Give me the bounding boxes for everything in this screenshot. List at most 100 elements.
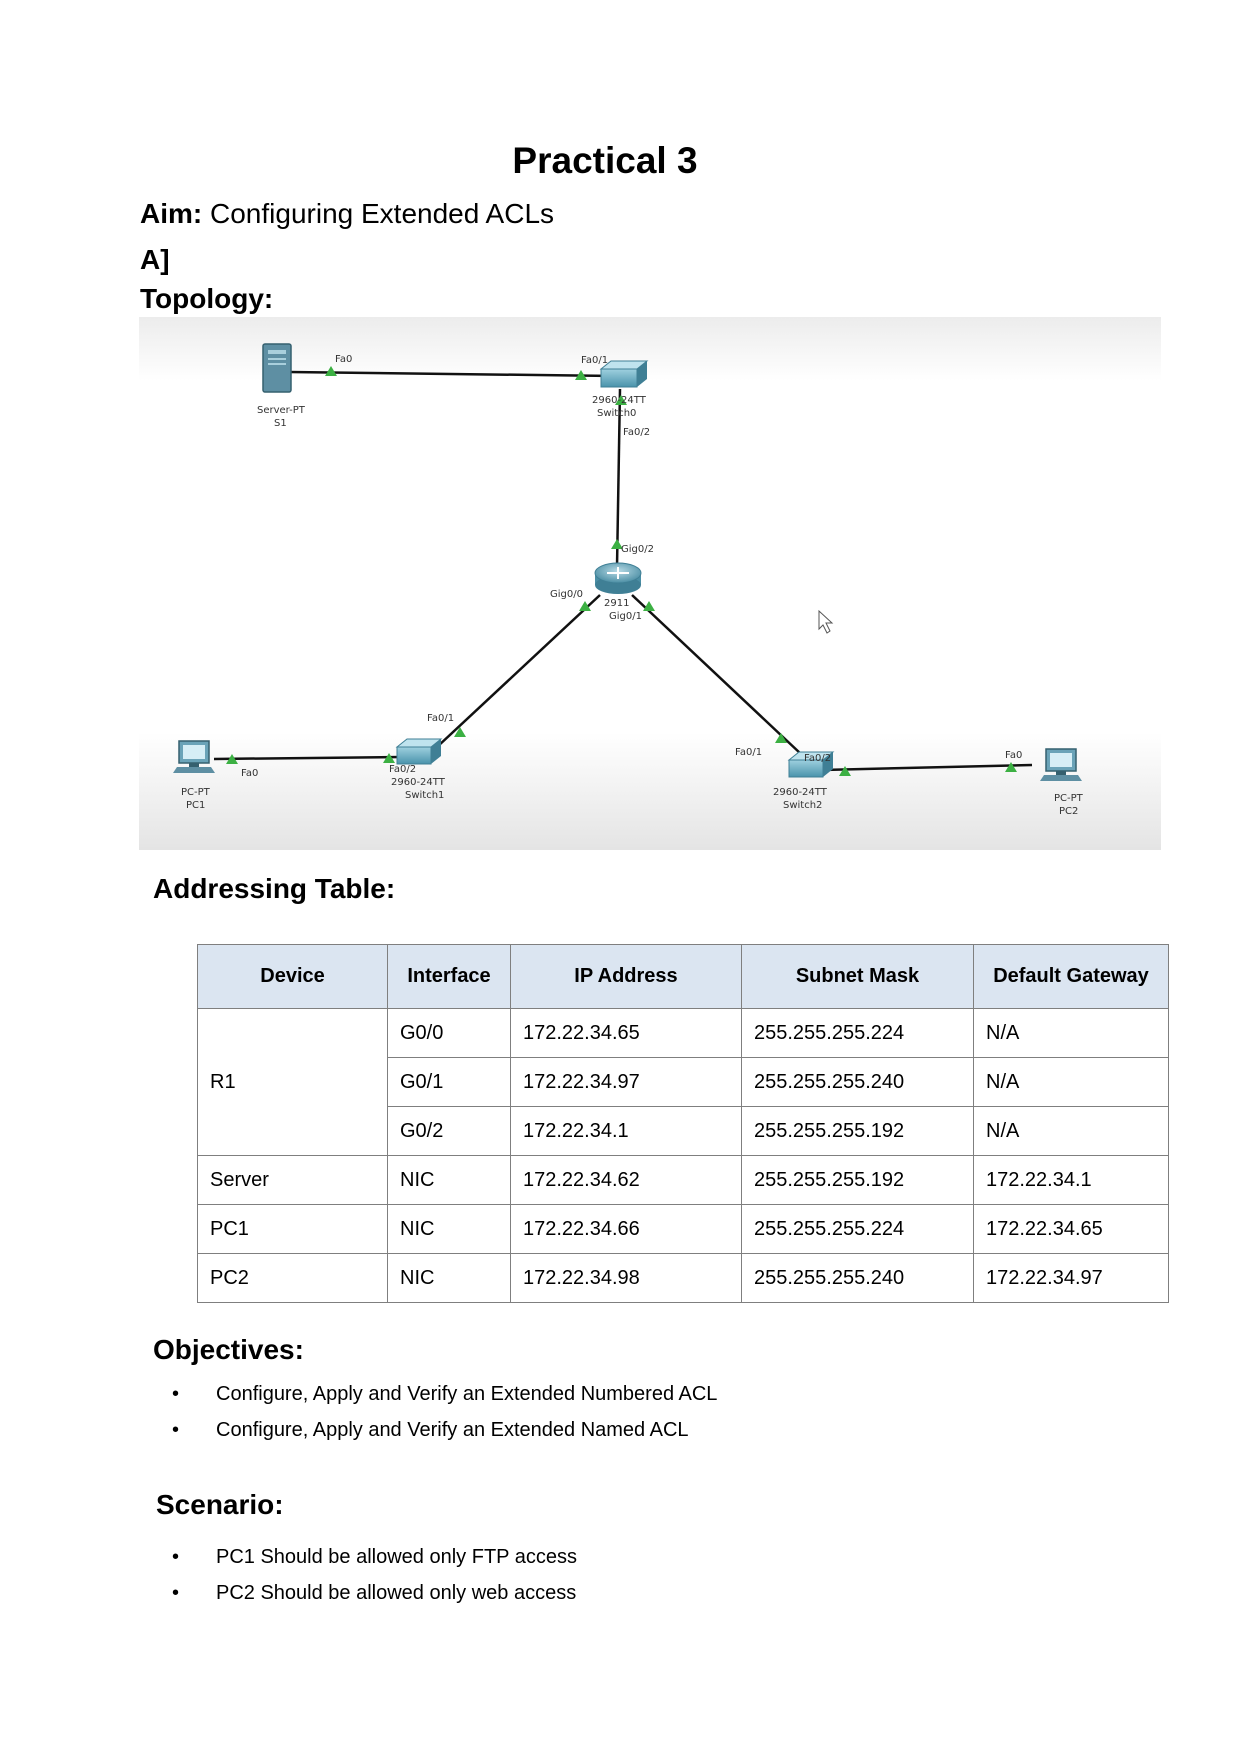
gateway-cell: 172.22.34.97: [973, 1253, 1169, 1303]
link-up-indicator: [611, 539, 623, 549]
router-icon[interactable]: [594, 562, 642, 594]
router-g0-label: Gig0/0: [550, 589, 583, 600]
aim-label: Aim:: [140, 198, 203, 229]
interface-cell: G0/2: [387, 1106, 511, 1156]
interface-cell: NIC: [387, 1253, 511, 1303]
ip-cell: 172.22.34.65: [510, 1008, 742, 1058]
interface-cell: NIC: [387, 1204, 511, 1254]
switch2-port-up-label: Fa0/1: [735, 747, 762, 758]
pc2-model-label: PC-PT: [1054, 793, 1084, 804]
interface-cell: G0/1: [387, 1057, 511, 1107]
topology-links: [213, 370, 1033, 772]
pc1-model-label: PC-PT: [181, 787, 211, 798]
switch2-model-label: 2960-24TT: [773, 787, 828, 798]
link-up-indicator: [325, 366, 337, 376]
gateway-cell: N/A: [973, 1106, 1169, 1156]
objectives-list: Configure, Apply and Verify an Extended …: [155, 1382, 717, 1454]
mask-cell: 255.255.255.192: [741, 1106, 974, 1156]
router-g1-label: Gig0/1: [609, 611, 642, 622]
server-name-label: S1: [274, 418, 287, 429]
ip-cell: 172.22.34.98: [510, 1253, 742, 1303]
list-item: PC2 Should be allowed only web access: [155, 1581, 577, 1617]
addressing-heading: Addressing Table:: [153, 873, 396, 904]
link-up-indicator: [383, 753, 395, 763]
link-up-indicator: [1005, 762, 1017, 772]
aim-line: Aim: Configuring Extended ACLs: [140, 198, 554, 230]
list-item: PC1 Should be allowed only FTP access: [155, 1545, 577, 1581]
link-status-indicators: [226, 366, 1017, 776]
gateway-cell: 172.22.34.65: [973, 1204, 1169, 1254]
router-model-label: 2911: [604, 598, 629, 609]
link-router-switch2: [631, 594, 802, 755]
mask-cell: 255.255.255.192: [741, 1155, 974, 1205]
pc2-name-label: PC2: [1059, 806, 1078, 817]
link-up-indicator: [454, 727, 466, 737]
scenario-list: PC1 Should be allowed only FTP access PC…: [155, 1545, 577, 1617]
device-cell: PC1: [197, 1204, 388, 1254]
mask-cell: 255.255.255.240: [741, 1057, 974, 1107]
scenario-heading: Scenario:: [156, 1489, 284, 1520]
switch0-model-label: 2960-24TT: [592, 395, 647, 406]
table-header: Interface: [387, 944, 511, 1009]
mouse-cursor-icon: [818, 609, 834, 634]
device-cell: PC2: [197, 1253, 388, 1303]
link-up-indicator: [839, 766, 851, 776]
table-row: R1 G0/0 172.22.34.65 255.255.255.224 N/A: [197, 1008, 1169, 1156]
list-item: Configure, Apply and Verify an Extended …: [155, 1418, 717, 1454]
switch1-icon[interactable]: [395, 738, 443, 765]
device-cell: R1: [197, 1008, 388, 1156]
ip-cell: 172.22.34.1: [510, 1106, 742, 1156]
router-g2-label: Gig0/2: [621, 544, 654, 555]
ip-cell: 172.22.34.66: [510, 1204, 742, 1254]
link-switch0-router: [615, 388, 622, 568]
link-pc1-switch1: [213, 755, 402, 761]
table-row: G0/1 172.22.34.97 255.255.255.240 N/A: [198, 1057, 1169, 1107]
link-up-indicator: [775, 733, 787, 743]
link-switch2-pc2: [821, 763, 1033, 772]
mask-cell: 255.255.255.224: [741, 1008, 974, 1058]
gateway-cell: 172.22.34.1: [973, 1155, 1169, 1205]
pc1-icon[interactable]: [173, 740, 215, 773]
switch2-name-label: Switch2: [783, 800, 822, 811]
gateway-cell: N/A: [973, 1057, 1169, 1107]
switch1-name-label: Switch1: [405, 790, 444, 801]
table-header: Default Gateway: [973, 944, 1169, 1009]
switch1-port-up-label: Fa0/1: [427, 713, 454, 724]
switch1-port-pc-label: Fa0/2: [389, 764, 416, 775]
page-title: Practical 3: [512, 140, 698, 181]
link-up-indicator: [575, 370, 587, 380]
link-up-indicator: [579, 601, 591, 611]
topology-diagram: Fa0 Server-PT S1 Fa0/1 2960-24TT Switch0…: [139, 317, 1161, 850]
link-up-indicator: [615, 395, 627, 405]
device-cell: Server: [197, 1155, 388, 1205]
pc1-name-label: PC1: [186, 800, 205, 811]
interface-cell: G0/0: [387, 1008, 511, 1058]
switch0-icon[interactable]: [599, 360, 649, 388]
objectives-heading: Objectives:: [153, 1334, 304, 1365]
table-row: G0/2 172.22.34.1 255.255.255.192 N/A: [198, 1106, 1169, 1156]
pc2-port-label: Fa0: [1005, 750, 1022, 761]
list-item: Configure, Apply and Verify an Extended …: [155, 1382, 717, 1418]
pc2-icon[interactable]: [1040, 748, 1082, 781]
table-row: Server NIC 172.22.34.62 255.255.255.192 …: [197, 1155, 1169, 1205]
part-label: A]: [140, 244, 170, 275]
server-icon[interactable]: [262, 343, 292, 393]
table-header: Device: [197, 944, 388, 1009]
mask-cell: 255.255.255.240: [741, 1253, 974, 1303]
aim-text: Configuring Extended ACLs: [210, 198, 555, 229]
mask-cell: 255.255.255.224: [741, 1204, 974, 1254]
switch0-port-up-label: Fa0/1: [581, 355, 608, 366]
pc1-port-label: Fa0: [241, 768, 258, 779]
switch2-icon[interactable]: [787, 751, 835, 778]
table-header-row: Device Interface IP Address Subnet Mask …: [197, 944, 1169, 1009]
table-header: Subnet Mask: [741, 944, 974, 1009]
table-header: IP Address: [510, 944, 742, 1009]
server-port-label: Fa0: [335, 354, 352, 365]
table-row: PC1 NIC 172.22.34.66 255.255.255.224 172…: [197, 1204, 1169, 1254]
addressing-table: Device Interface IP Address Subnet Mask …: [197, 944, 1169, 1303]
table-row: PC2 NIC 172.22.34.98 255.255.255.240 172…: [197, 1253, 1169, 1303]
switch1-model-label: 2960-24TT: [391, 777, 446, 788]
link-server-switch0: [288, 370, 616, 378]
switch0-name-label: Switch0: [597, 408, 636, 419]
link-router-switch1: [436, 594, 601, 748]
